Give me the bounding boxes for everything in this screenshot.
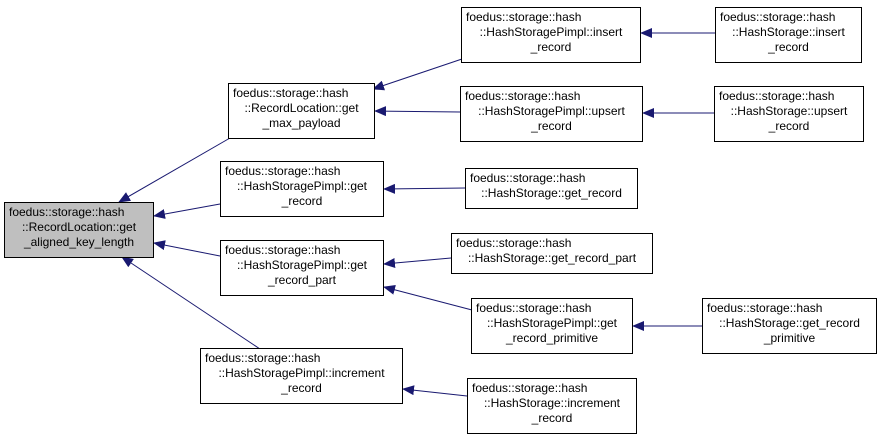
edge-upsert-to-max-payload — [374, 106, 461, 117]
node-line: ::HashStorage::upsert — [730, 104, 848, 118]
node-line: foedus::storage::hash — [476, 301, 592, 315]
node-line: foedus::storage::hash — [225, 243, 341, 257]
node-line: ::RecordLocation::get — [21, 220, 137, 234]
node-line: ::RecordLocation::get — [244, 101, 359, 115]
node-line: foedus::storage::hash — [225, 164, 341, 178]
edge-max-payload-to-root — [118, 137, 231, 203]
node-pimpl-get-record-primitive[interactable]: foedus::storage::hash ::HashStoragePimpl… — [471, 298, 633, 354]
node-line: ::HashStoragePimpl::get — [236, 179, 368, 193]
node-line: foedus::storage::hash — [719, 89, 835, 103]
node-line: foedus::storage::hash — [466, 10, 582, 24]
node-line: _record — [281, 381, 322, 395]
edge-increment-to-root — [121, 256, 261, 350]
node-storage-upsert-record[interactable]: foedus::storage::hash ::HashStorage::ups… — [714, 86, 864, 142]
edge-storage-increment-to-pimpl — [402, 385, 468, 397]
node-pimpl-get-record[interactable]: foedus::storage::hash ::HashStoragePimpl… — [220, 161, 384, 217]
node-line: _max_payload — [262, 116, 341, 130]
node-storage-get-record-primitive[interactable]: foedus::storage::hash ::HashStorage::get… — [702, 298, 877, 354]
edge-get-record-to-root — [153, 203, 221, 219]
node-line: foedus::storage::hash — [456, 236, 572, 250]
node-line: ::HashStorage::insert — [732, 25, 845, 39]
node-line: ::HashStoragePimpl::get — [486, 316, 618, 330]
node-line: foedus::storage::hash — [233, 86, 349, 100]
node-line: foedus::storage::hash — [707, 301, 823, 315]
node-line: ::HashStoragePimpl::insert — [479, 25, 623, 39]
edge-storage-get-record-part-to-pimpl — [383, 257, 452, 268]
node-line: _record_part — [267, 273, 337, 287]
node-line: foedus::storage::hash — [472, 381, 588, 395]
node-pimpl-increment-record[interactable]: foedus::storage::hash ::HashStoragePimpl… — [200, 348, 403, 404]
node-line: ::HashStorage::get_record — [719, 316, 860, 330]
node-line: _record — [531, 119, 572, 133]
node-line: ::HashStoragePimpl::upsert — [478, 104, 625, 118]
node-line: ::HashStoragePimpl::get — [236, 258, 368, 272]
node-line: _record — [768, 119, 810, 133]
node-record-location-get-max-payload[interactable]: foedus::storage::hash ::RecordLocation::… — [228, 83, 375, 139]
node-line: _record — [768, 40, 809, 54]
node-pimpl-upsert-record[interactable]: foedus::storage::hash ::HashStoragePimpl… — [460, 86, 643, 142]
node-storage-insert-record[interactable]: foedus::storage::hash ::HashStorage::ins… — [715, 7, 862, 63]
edge-insert-to-max-payload — [372, 58, 463, 91]
node-line: _primitive — [763, 331, 816, 345]
edge-get-record-part-to-root — [153, 240, 221, 257]
node-line: foedus::storage::hash — [465, 89, 581, 103]
node-storage-increment-record[interactable]: foedus::storage::hash ::HashStorage::inc… — [467, 378, 637, 434]
node-line: foedus::storage::hash — [720, 10, 836, 24]
node-storage-get-record-part[interactable]: foedus::storage::hash ::HashStorage::get… — [451, 233, 653, 274]
node-storage-get-record[interactable]: foedus::storage::hash ::HashStorage::get… — [465, 168, 638, 209]
node-line: ::HashStorage::get_record — [481, 186, 622, 200]
node-line: _record — [531, 411, 573, 425]
node-line: ::HashStorage::increment — [483, 396, 621, 410]
node-line: foedus::storage::hash — [470, 171, 586, 185]
edge-storage-get-record-to-pimpl — [383, 183, 466, 194]
node-line: foedus::storage::hash — [205, 351, 321, 365]
node-line: _aligned_key_length — [23, 235, 135, 249]
node-line: ::HashStorage::get_record_part — [467, 251, 637, 265]
node-line: _record_primitive — [505, 331, 599, 345]
node-line: _record — [281, 194, 323, 208]
node-line: foedus::storage::hash — [9, 205, 125, 219]
node-pimpl-get-record-part[interactable]: foedus::storage::hash ::HashStoragePimpl… — [220, 240, 384, 296]
node-pimpl-insert-record[interactable]: foedus::storage::hash ::HashStoragePimpl… — [461, 7, 641, 63]
node-line: ::HashStoragePimpl::increment — [218, 366, 385, 380]
edge-primitive-to-get-record-part — [383, 284, 473, 311]
node-root-get-aligned-key-length: foedus::storage::hash ::RecordLocation::… — [4, 202, 154, 258]
node-line: _record — [530, 40, 572, 54]
